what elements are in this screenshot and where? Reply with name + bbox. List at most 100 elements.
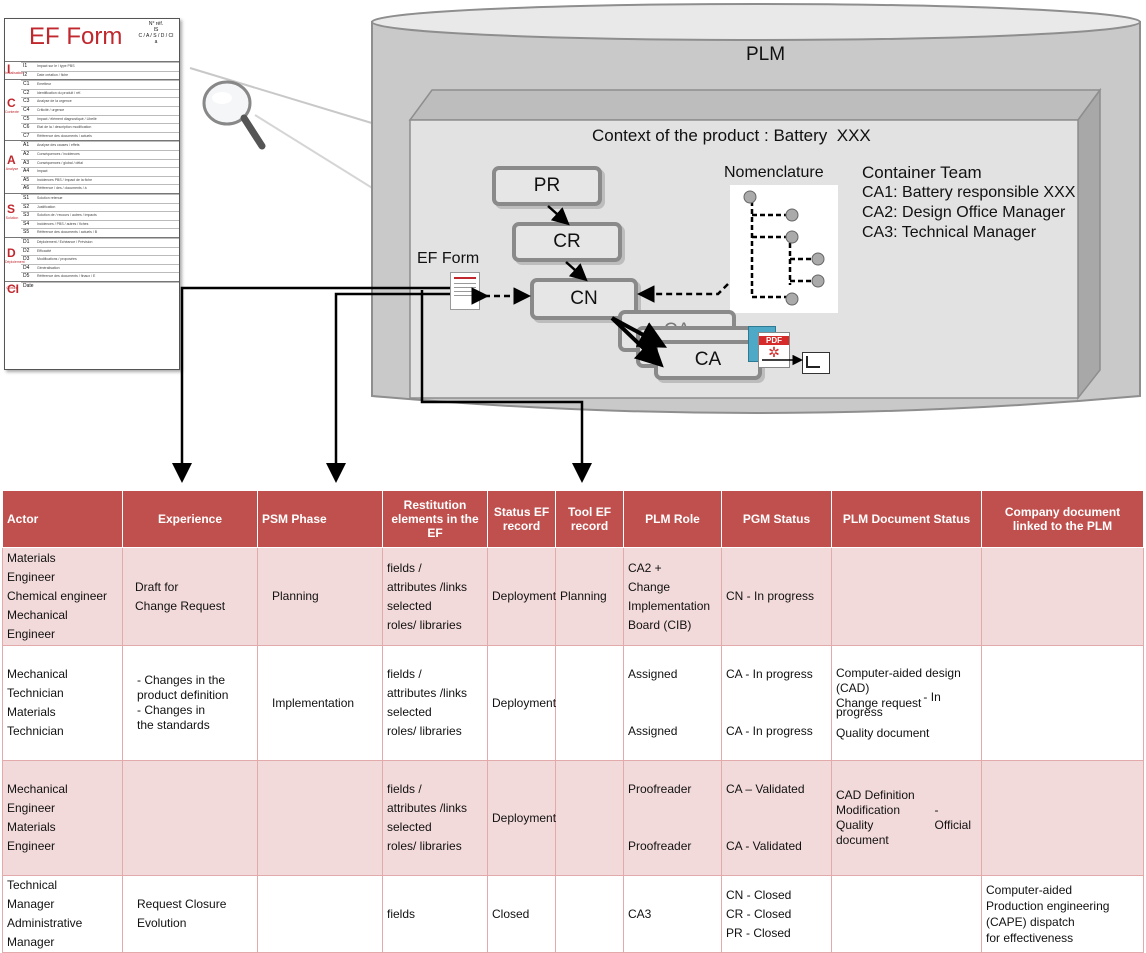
nomenclature-label: Nomenclature	[724, 164, 824, 181]
ef-form-row: D2 Efficacité	[21, 246, 179, 256]
ef-form-row-code: S5	[23, 229, 30, 236]
ef-form-row-code: S2	[23, 203, 30, 210]
ef-form-row-code: Date	[23, 283, 34, 289]
cell-plm-role: Assigned Assigned	[623, 645, 722, 761]
ef-form-row: Date	[21, 282, 179, 291]
ef-form-row-code: A5	[23, 176, 30, 183]
ef-form-thumbnail: EF Form N° réf. IS C / A / S / D / CI a …	[4, 18, 180, 370]
cell-plm-doc-status: Computer-aided design (CAD) Change reque…	[831, 645, 982, 761]
header-pgm-status: PGM Status	[721, 490, 832, 548]
cell-plm-doc-status	[831, 547, 982, 646]
cell-restitution: fields / attributes /links selected role…	[382, 645, 488, 761]
ef-form-section-letter: CI	[7, 282, 19, 296]
ef-form-row-code: D3	[23, 256, 30, 263]
ef-form-row-code: I1	[23, 63, 28, 69]
ef-form-row-code: S3	[23, 212, 30, 219]
ef-form-row: S3 Solution de / recours / autres / impac…	[21, 211, 179, 220]
cell-plm-role: CA3	[623, 875, 722, 953]
cell-experience: - Changes in the product definition - Ch…	[122, 645, 258, 761]
ef-form-row-code: S1	[23, 195, 30, 201]
ef-form-row-text: Identification du produit / réf.	[37, 90, 82, 95]
gear-icon	[785, 208, 799, 222]
cell-status-ef: Deployment	[487, 645, 556, 761]
cell-psm-phase	[257, 875, 383, 953]
ef-form-row-code: C4	[23, 106, 30, 113]
ef-form-row-code: C5	[23, 115, 30, 122]
ef-form-row-text: Solution de / recours / autres / impacts	[37, 213, 97, 218]
pr-box: PR	[492, 166, 602, 206]
cell-actor: Technical Manager Administrative Manager	[2, 875, 123, 953]
gear-icon	[785, 292, 799, 306]
ef-form-row-code: D2	[23, 247, 30, 254]
ef-form-row-text: Impact sur le / type PBS	[37, 64, 75, 68]
header-psm-phase: PSM Phase	[257, 490, 383, 548]
cell-actor: Mechanical Engineer Materials Engineer	[2, 760, 123, 876]
ef-form-row-text: Référence des documents / actuels	[37, 133, 92, 138]
ef-form-row-text: Analyse des causes / effets	[37, 143, 80, 148]
cell-psm-phase: Implementation	[257, 645, 383, 761]
pdf-icon: PDF ✲	[758, 332, 790, 368]
ef-form-row-text: Efficacité	[37, 248, 52, 253]
cell-pgm-status: CA – Validated CA - Validated	[721, 760, 832, 876]
ef-form-row-code: A6	[23, 185, 30, 192]
ef-form-row-code: D5	[23, 273, 30, 280]
cell-actor: Mechanical Technician Materials Technici…	[2, 645, 123, 761]
ef-form-row: S1 Solution retenue	[21, 194, 179, 203]
cell-plm-role: Proofreader Proofreader	[623, 760, 722, 876]
cell-plm-role: CA2 + Change Implementation Board (CIB)	[623, 547, 722, 646]
table-header-row: Actor Experience PSM Phase Restitution e…	[2, 490, 1144, 548]
ef-form-reference: N° réf. IS C / A / S / D / CI a	[138, 21, 174, 45]
gear-icon	[811, 252, 825, 266]
ef-form-section-letter: I	[7, 62, 11, 76]
cell-actor: Materials Engineer Chemical engineer Mec…	[2, 547, 123, 646]
ef-form-row-text: Référence des documents / actuels / B	[37, 230, 98, 235]
ef-form-row-text: Solution retenue	[37, 196, 63, 200]
team-member: CA1: Battery responsible XXX	[862, 184, 1076, 201]
ef-form-row-code: C1	[23, 81, 30, 88]
ef-form-row-text: Impact	[37, 169, 48, 174]
header-status-ef: Status EF record	[487, 490, 556, 548]
container-team: Container Team CA1: Battery responsible …	[862, 163, 1075, 243]
ef-form-section-letter: D	[7, 245, 16, 260]
header-actor: Actor	[2, 490, 123, 548]
ef-form-section-label: Déploiement	[5, 259, 25, 264]
cell-restitution: fields / attributes /links selected role…	[382, 547, 488, 646]
plm-title: PLM	[746, 44, 786, 65]
ef-form-row-code: C7	[23, 132, 30, 139]
cell-company-doc: Computer-aided Production engineering (C…	[981, 875, 1144, 953]
ef-form-row: S5 Référence des documents / actuels / B	[21, 228, 179, 237]
ef-form-row-text: Analyse de la urgence	[37, 99, 72, 104]
ef-form-row-code: A3	[23, 159, 30, 166]
cell-experience	[122, 760, 258, 876]
ef-form-row-text: Justification	[37, 204, 56, 209]
team-member: CA3: Technical Manager	[862, 224, 1037, 241]
ef-form-section-letter: C	[7, 96, 16, 111]
ef-form-row-code: A2	[23, 150, 30, 157]
gear-icon	[743, 190, 757, 204]
ef-form-row-code: C6	[23, 124, 30, 131]
header-company-doc: Company document linked to the PLM	[981, 490, 1144, 548]
cell-tool-ef: Planning	[555, 547, 624, 646]
actor-table: Actor Experience PSM Phase Restitution e…	[2, 490, 1144, 953]
cell-pgm-status: CA - In progress CA - In progress	[721, 645, 832, 761]
ef-form-row-code: C2	[23, 89, 30, 96]
ef-form-row-text: Incidences / PBS / autres / fiches	[37, 221, 89, 226]
cell-pgm-status: CN - In progress	[721, 547, 832, 646]
cell-tool-ef	[555, 760, 624, 876]
